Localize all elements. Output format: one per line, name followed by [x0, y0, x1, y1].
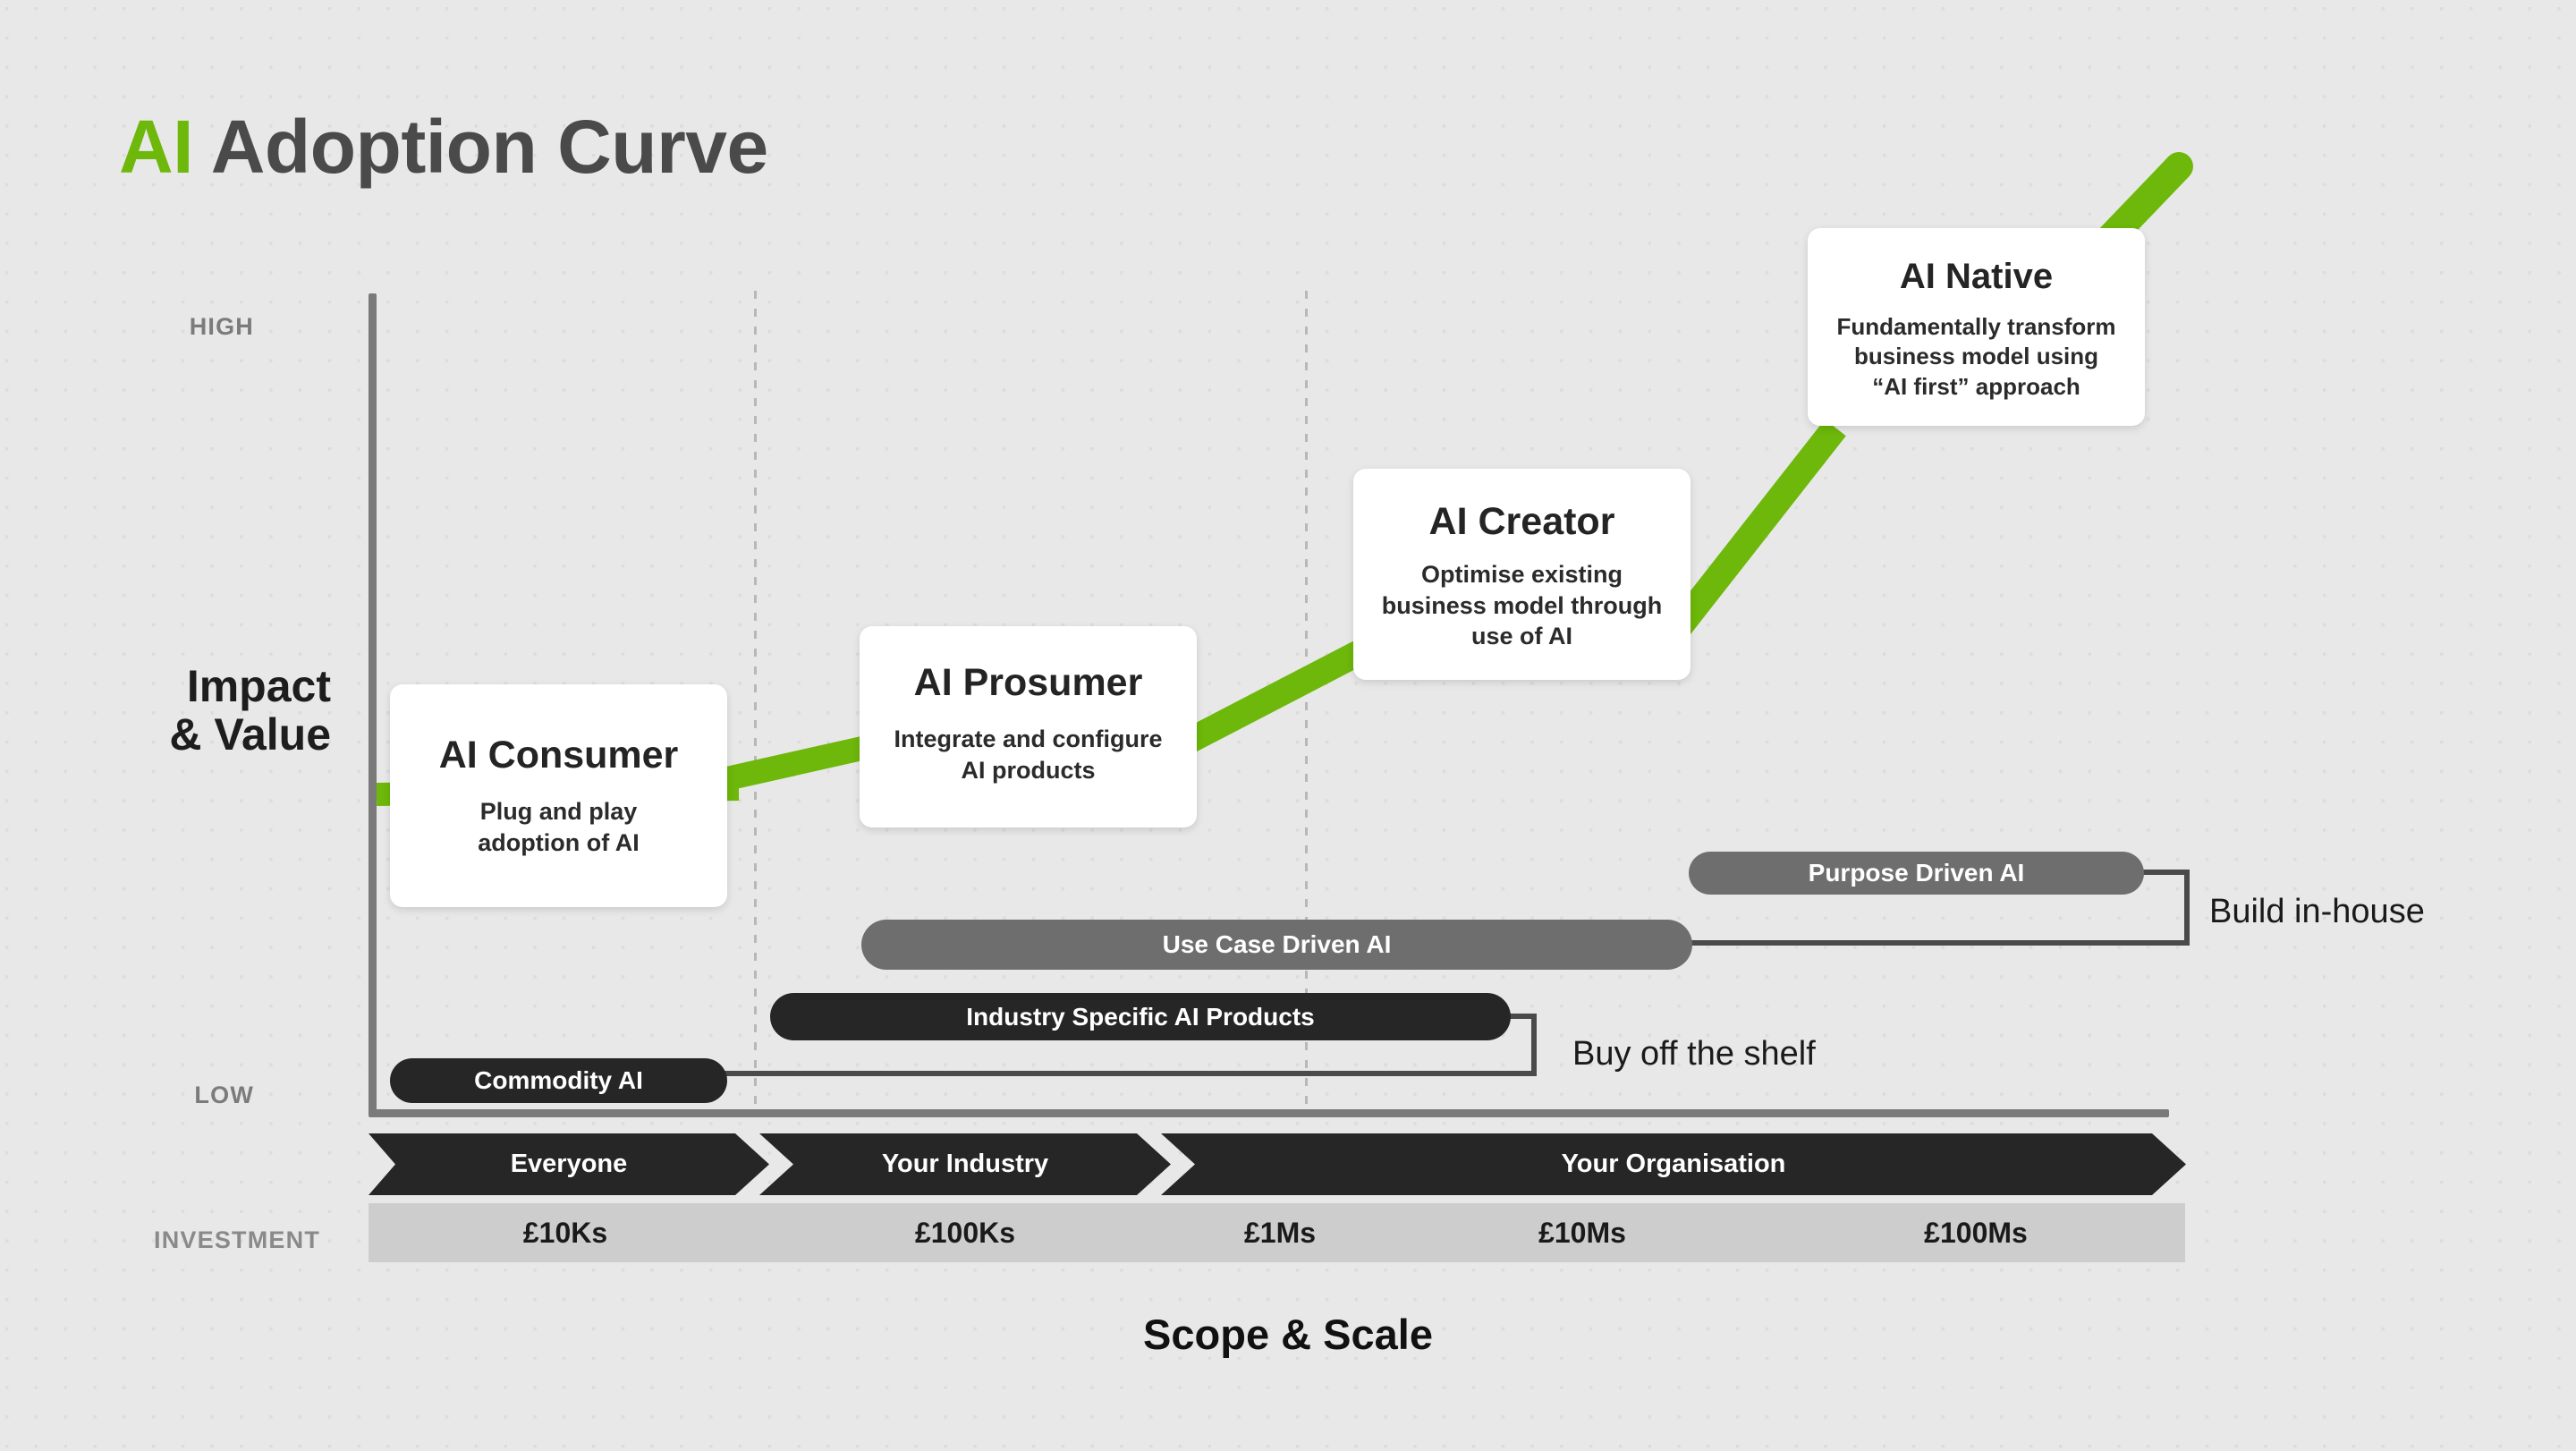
stage-card-title: AI Consumer	[438, 734, 679, 776]
stage-card-ai-native[interactable]: AI Native Fundamentally transform busine…	[1808, 228, 2145, 426]
stage-card-title: AI Creator	[1428, 500, 1615, 543]
stage-card-title: AI Native	[1899, 257, 2054, 296]
stage-card-description: Fundamentally transform business model u…	[1808, 312, 2145, 402]
x-axis-title: Scope & Scale	[1143, 1311, 1433, 1358]
bar-purpose-driven-ai[interactable]: Purpose Driven AI	[1689, 852, 2144, 895]
y-axis-low-label: LOW	[194, 1082, 254, 1108]
stage-card-description: Optimise existing business model through…	[1353, 559, 1690, 652]
title-rest: Adoption Curve	[210, 105, 768, 189]
investment-tick-10ms: £10Ms	[1538, 1216, 1626, 1249]
stage-desc-line-2: adoption of AI	[478, 828, 640, 856]
scope-chevron-band: Everyone Your Industry Your Organisation	[369, 1133, 2186, 1195]
y-axis-high-label: HIGH	[189, 313, 254, 340]
x-axis	[369, 1109, 2169, 1117]
y-axis-title-line1: Impact	[186, 661, 331, 711]
stage-desc-line-1: Integrate and configure	[894, 726, 1163, 753]
stage-card-ai-prosumer[interactable]: AI Prosumer Integrate and configure AI p…	[860, 626, 1197, 827]
y-axis	[369, 293, 377, 1114]
stage-desc-line-2: AI products	[961, 756, 1096, 784]
stage-desc-line-1: Fundamentally transform	[1836, 313, 2116, 340]
investment-tick-1ms: £1Ms	[1243, 1216, 1317, 1249]
stage-desc-line-2: business model using	[1853, 343, 2099, 370]
stage-desc-line-1: Plug and play	[479, 798, 638, 826]
stage-desc-line-2: business model through	[1381, 591, 1663, 619]
stage-card-ai-creator[interactable]: AI Creator Optimise existing business mo…	[1353, 469, 1690, 680]
bar-commodity-ai[interactable]: Commodity AI	[390, 1058, 727, 1103]
investment-axis-label: INVESTMENT	[154, 1226, 321, 1253]
gridline-organisation	[1305, 291, 1308, 1114]
investment-tick-10ks: £10Ks	[522, 1216, 608, 1249]
bar-use-case-driven-ai[interactable]: Use Case Driven AI	[861, 920, 1692, 970]
investment-tick-100ms: £100Ms	[1924, 1216, 2028, 1249]
scope-segment-your-industry[interactable]: Your Industry	[759, 1133, 1171, 1195]
scope-segment-everyone[interactable]: Everyone	[369, 1133, 769, 1195]
y-axis-title: Impact & Value	[0, 662, 331, 759]
scope-segment-your-organisation[interactable]: Your Organisation	[1161, 1133, 2186, 1195]
stage-card-description: Integrate and configure AI products	[860, 724, 1197, 785]
stage-card-description: Plug and play adoption of AI	[390, 796, 727, 858]
y-axis-title-line2: & Value	[169, 709, 331, 759]
investment-tick-100ks: £100Ks	[914, 1216, 1016, 1249]
bracket-label-buy-off-the-shelf: Buy off the shelf	[1572, 1035, 1816, 1073]
bar-industry-specific-ai[interactable]: Industry Specific AI Products	[770, 993, 1511, 1040]
stage-desc-line-3: use of AI	[1470, 623, 1572, 650]
bracket-label-build-in-house: Build in-house	[2209, 893, 2425, 930]
stage-card-ai-consumer[interactable]: AI Consumer Plug and play adoption of AI	[390, 684, 727, 907]
gridline-industry	[754, 291, 757, 1114]
stage-desc-line-1: Optimise existing	[1420, 561, 1623, 589]
investment-band: £10Ks £100Ks £1Ms £10Ms £100Ms	[369, 1203, 2185, 1262]
title-accent: AI	[119, 105, 194, 189]
stage-desc-line-3: “AI first” approach	[1872, 372, 2080, 400]
stage-card-title: AI Prosumer	[913, 661, 1143, 704]
page-title: AI Adoption Curve	[119, 109, 768, 184]
